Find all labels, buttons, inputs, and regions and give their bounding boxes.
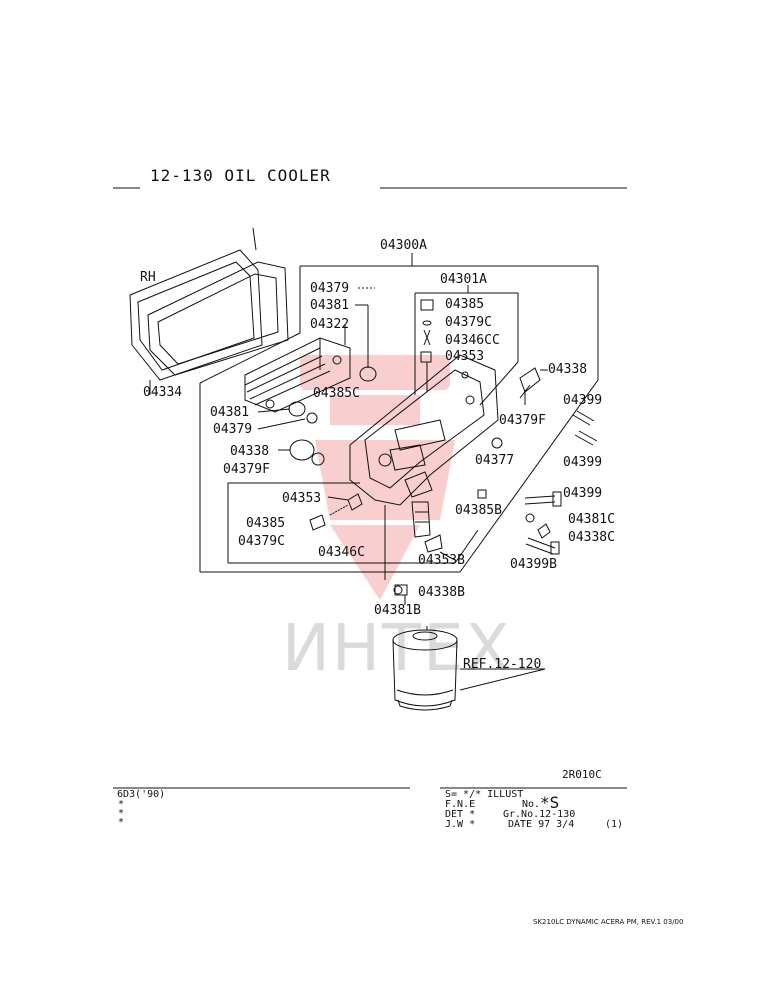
page-title: 12-130 OIL COOLER — [150, 166, 331, 185]
footer-gr-no: Gr.No.12-130 — [503, 809, 576, 820]
footer-note: SK210LC DYNAMIC ACERA PM, REV.1 03/00 — [533, 918, 684, 926]
callout-04379-mid: 04379 — [213, 422, 253, 437]
callout-04379C-low: 04379C — [238, 534, 285, 549]
footer-model: 6D3('90) — [117, 789, 166, 800]
footer-jw: J.W * — [445, 819, 476, 830]
footer-date: DATE 97 3/4 — [508, 819, 575, 830]
callout-04379-top: 04379 — [310, 281, 350, 296]
callout-04353-mid: 04353 — [282, 491, 322, 506]
callout-04338C: 04338C — [568, 530, 615, 545]
footer-sheet: (1) — [605, 819, 624, 830]
callout-04322: 04322 — [310, 317, 350, 332]
callout-04385: 04385 — [445, 297, 485, 312]
footer-s-line: S= */* ILLUST — [445, 789, 524, 800]
watermark-text: ИНТЕХ — [282, 612, 512, 686]
callout-ref-12-120: REF.12-120 — [463, 657, 542, 672]
drawing-code: 2R010C — [562, 768, 602, 781]
callout-04338B: 04338B — [418, 585, 465, 600]
callout-04385-low: 04385 — [246, 516, 286, 531]
callout-04346CC: 04346CC — [445, 333, 500, 348]
footer-no: No. — [522, 799, 541, 810]
callout-04381C: 04381C — [568, 512, 615, 527]
footer-star-3: * — [118, 817, 125, 828]
footer-no-value: *S — [540, 793, 560, 812]
footer-star-2: * — [118, 808, 125, 819]
callout-04346C: 04346C — [318, 545, 365, 560]
footer-star-1: * — [118, 799, 125, 810]
callout-04353B: 04353B — [418, 553, 465, 568]
callout-04399-c: 04399 — [563, 486, 603, 501]
callout-04381-mid: 04381 — [210, 405, 250, 420]
callout-04381-top: 04381 — [310, 298, 350, 313]
callout-04379F-right: 04379F — [499, 413, 546, 428]
callout-04338-left: 04338 — [230, 444, 270, 459]
callout-04334: 04334 — [143, 385, 183, 400]
callout-04379C: 04379C — [445, 315, 492, 330]
footer-det: DET * — [445, 809, 476, 820]
callout-04338: 04338 — [548, 362, 588, 377]
callout-04381B: 04381B — [374, 603, 421, 618]
callout-04399-b: 04399 — [563, 455, 603, 470]
callout-04353-top: 04353 — [445, 349, 485, 364]
callout-04399B: 04399B — [510, 557, 557, 572]
callout-04385C: 04385C — [313, 386, 360, 401]
footer-fne: F.N.E — [445, 799, 476, 810]
callout-04301A: 04301A — [440, 272, 487, 287]
side-label: RH — [140, 270, 156, 285]
callout-04300A: 04300A — [380, 238, 427, 253]
callout-04377: 04377 — [475, 453, 515, 468]
callout-04385B: 04385B — [455, 503, 502, 518]
callout-04399-a: 04399 — [563, 393, 603, 408]
callout-04379F-left: 04379F — [223, 462, 270, 477]
